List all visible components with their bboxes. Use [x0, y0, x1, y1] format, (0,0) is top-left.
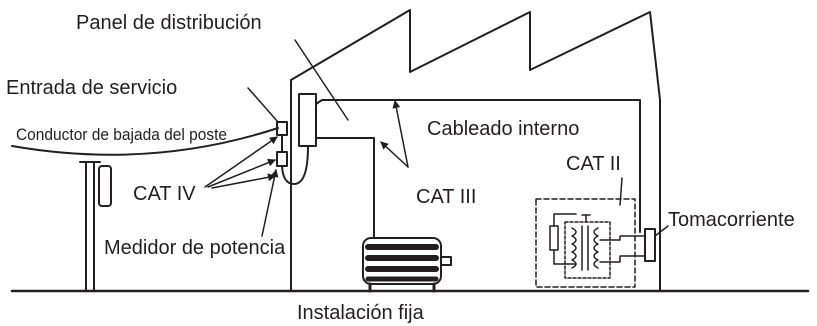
leader-outlet — [654, 225, 669, 237]
label-power-meter: Medidor de potencia — [104, 237, 286, 259]
label-service-entrance: Entrada de servicio — [6, 77, 177, 99]
distribution-panel — [298, 93, 317, 147]
label-cat-iv: CAT IV — [133, 183, 196, 205]
pole-drop-wire — [11, 127, 279, 156]
outlet — [644, 228, 656, 262]
label-cat-ii: CAT II — [566, 153, 621, 175]
cat-iii-arrows — [380, 100, 409, 168]
leader-service-entrance — [247, 87, 279, 123]
label-outlet: Tomacorriente — [668, 209, 795, 231]
label-internal-wiring: Cableado interno — [427, 118, 579, 140]
label-fixed-installation: Instalación fija — [297, 302, 425, 324]
leader-distribution-panel — [294, 39, 349, 121]
utility-pole — [79, 161, 112, 292]
label-pole-drop-conductor: Conductor de bajada del poste — [16, 125, 227, 144]
factory-building — [290, 9, 661, 292]
motor — [362, 237, 452, 293]
cat-iv-arrows — [204, 136, 278, 189]
service-entrance — [276, 121, 309, 185]
internal-wiring-outlet — [315, 99, 641, 233]
label-cat-iii: CAT III — [416, 186, 476, 208]
cat-ii-equipment — [535, 198, 646, 288]
label-distribution-panel: Panel de distribución — [76, 12, 262, 34]
internal-wiring-motor — [315, 137, 375, 239]
power-meter-arrow — [261, 169, 279, 237]
leader-cat-ii — [619, 177, 623, 206]
